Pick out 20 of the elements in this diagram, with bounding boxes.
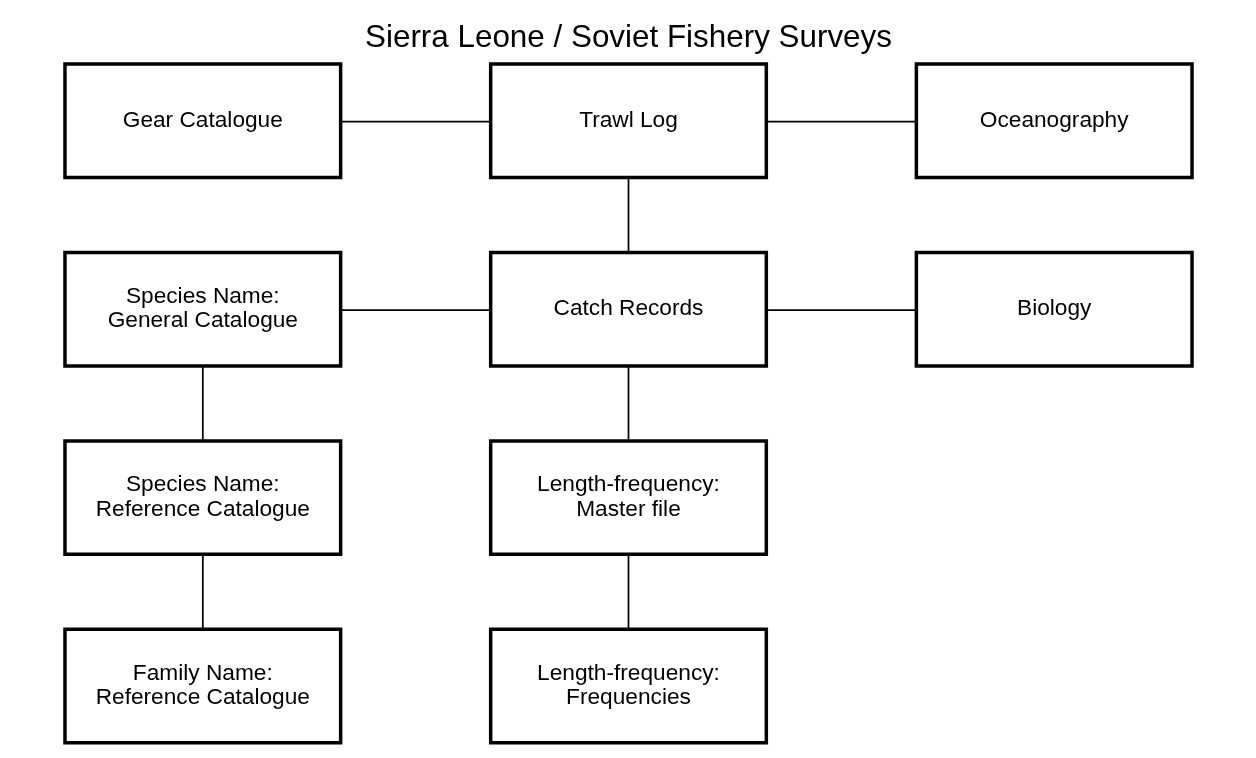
node-box: Family Name: Reference Catalogue xyxy=(62,627,342,745)
diagram-title: Sierra Leone / Soviet Fishery Surveys xyxy=(364,19,892,55)
node-box: Length-frequency: Frequencies xyxy=(488,627,768,745)
node-box: Oceanography xyxy=(914,62,1194,180)
connector xyxy=(765,309,917,311)
node-box: Species Name: General Catalogue xyxy=(62,250,342,368)
connector xyxy=(201,553,204,631)
connector xyxy=(627,553,629,631)
connector xyxy=(201,365,204,442)
node-box: Species Name: Reference Catalogue xyxy=(62,439,342,557)
node-box: Length-frequency: Master file xyxy=(488,439,768,557)
connector xyxy=(339,309,491,311)
node-box: Gear Catalogue xyxy=(62,62,342,180)
node-box: Trawl Log xyxy=(488,62,768,180)
connector xyxy=(627,176,629,254)
node-box: Catch Records xyxy=(488,250,768,368)
node-box: Biology xyxy=(914,250,1194,368)
connector xyxy=(339,120,491,123)
connector xyxy=(765,120,917,123)
connector xyxy=(627,365,629,442)
